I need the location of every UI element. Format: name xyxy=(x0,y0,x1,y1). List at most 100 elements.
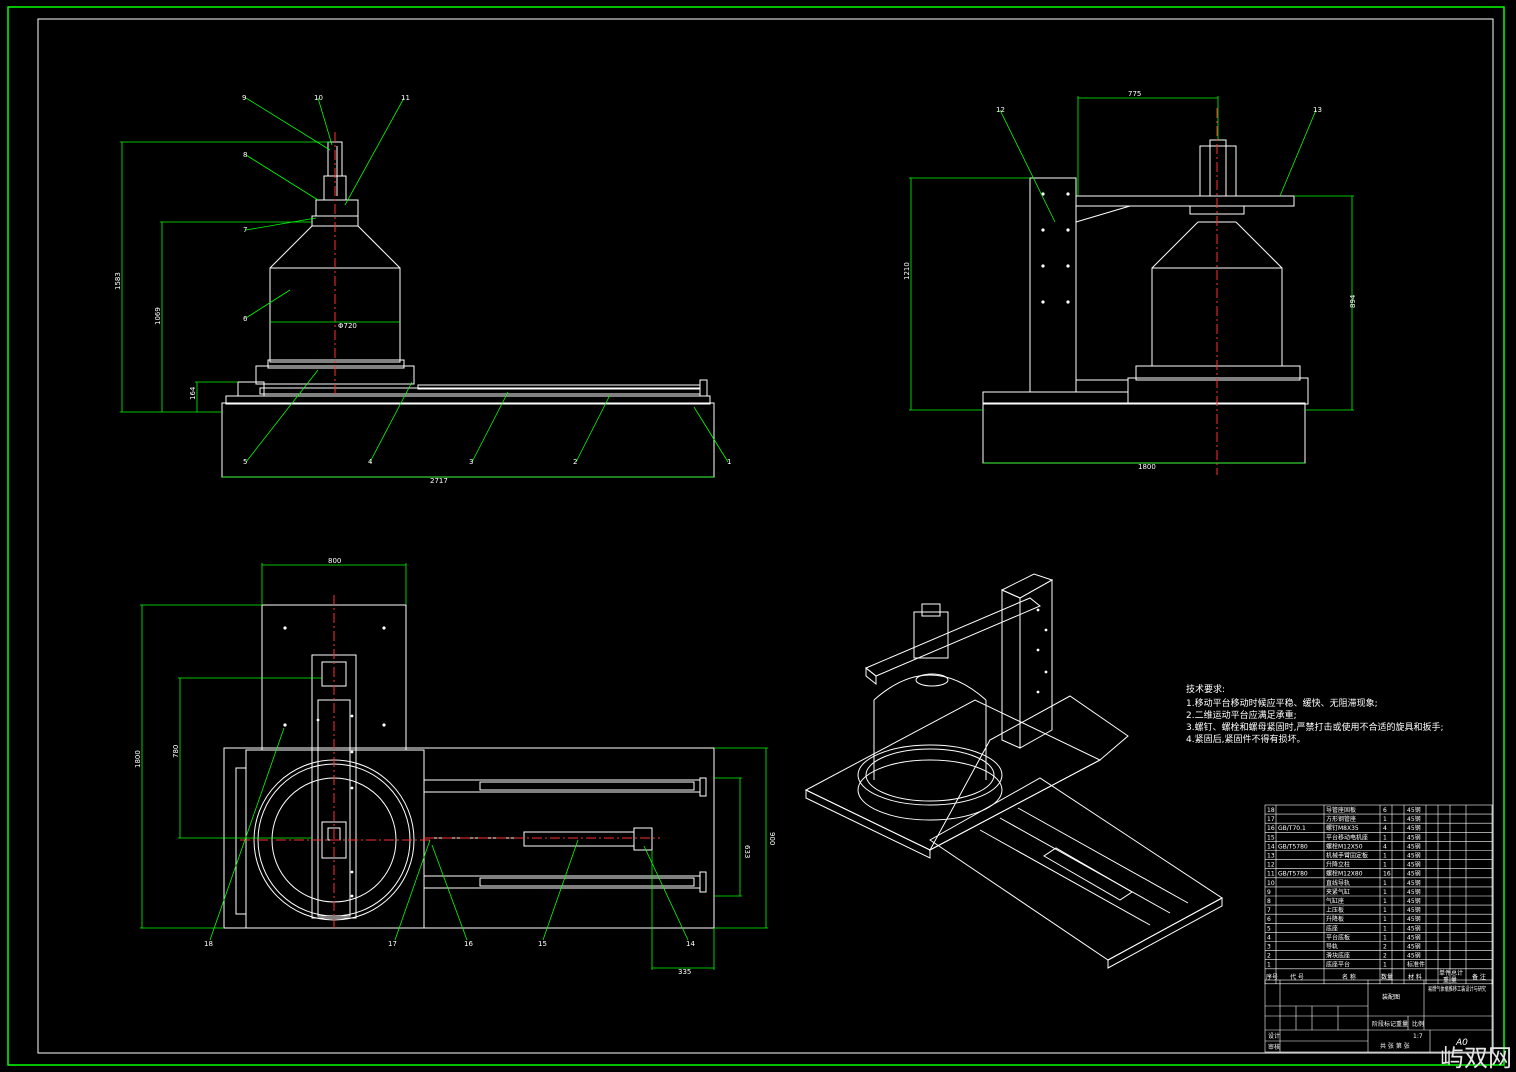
bom-no: 9 xyxy=(1267,889,1271,896)
top-centerlines xyxy=(240,595,660,928)
dim-body-height: 1069 xyxy=(154,307,162,325)
bom-mat: 45钢 xyxy=(1407,861,1421,869)
balloon-6: 6 xyxy=(243,315,248,323)
bom-mat: 45钢 xyxy=(1407,806,1421,814)
bom-mat: 45钢 xyxy=(1407,943,1421,951)
tech-req-line-2: 2.二维运动平台应满足承重; xyxy=(1186,709,1297,721)
bom-qty: 1 xyxy=(1383,925,1387,932)
title-block-texts: 装配图 易燃气体瓶推移工装设计与研究 比例 1:7 设计 审核 阶段标记 重量 … xyxy=(1268,985,1486,1051)
bom-qty: 1 xyxy=(1383,907,1387,914)
bom-mat: 45钢 xyxy=(1407,915,1421,923)
bom-name: 平台底板 xyxy=(1326,933,1350,941)
bom-qty: 6 xyxy=(1383,807,1387,814)
bom-name: 平台移动电机座 xyxy=(1326,833,1368,841)
bom-qty: 1 xyxy=(1383,898,1387,905)
bom-no: 2 xyxy=(1267,953,1271,960)
balloon-12: 12 xyxy=(996,106,1005,114)
inner-frame xyxy=(37,18,1494,1054)
bom-no: 10 xyxy=(1267,880,1275,887)
bom-code: GB/T70.1 xyxy=(1278,825,1306,832)
balloon-8: 8 xyxy=(243,151,247,159)
bom-no: 18 xyxy=(1267,807,1275,814)
dim-arm: 775 xyxy=(1128,90,1141,98)
bom-hdr-code: 代 号 xyxy=(1290,973,1304,981)
tech-req-title: 技术要求: xyxy=(1186,683,1225,695)
bom-hdr-wt1: 单件 xyxy=(1439,969,1451,977)
technical-requirements: 技术要求: 1.移动平台移动时候应平稳、缓快、无阻滞现象; 2.二维运动平台应满… xyxy=(1186,683,1443,745)
bom-mat: 45钢 xyxy=(1407,879,1421,887)
front-view xyxy=(221,141,715,478)
balloon-3: 3 xyxy=(469,458,473,466)
bom-name: 螺钉M8X35 xyxy=(1326,824,1359,832)
bom-no: 1 xyxy=(1267,962,1271,969)
balloon-18: 18 xyxy=(204,940,213,948)
bom-name: 螺栓M12X80 xyxy=(1326,870,1363,878)
balloon-10: 10 xyxy=(314,94,323,102)
balloon-1: 1 xyxy=(727,458,731,466)
bom-hdr-qty: 数量 xyxy=(1381,973,1393,981)
bom-hdr-name: 名 称 xyxy=(1342,973,1356,981)
bom-qty: 1 xyxy=(1383,962,1387,969)
balloon-2: 2 xyxy=(573,458,577,466)
top-view xyxy=(223,604,715,929)
bom-name: 升降板 xyxy=(1326,915,1344,923)
bom-no: 6 xyxy=(1267,916,1271,923)
balloon-15: 15 xyxy=(538,940,547,948)
bom-qty: 1 xyxy=(1383,862,1387,869)
bom-qty: 1 xyxy=(1383,916,1387,923)
bom-hdr-no: 序号 xyxy=(1266,973,1278,981)
dim-tank: 894 xyxy=(1349,294,1357,308)
bom-qty: 1 xyxy=(1383,834,1387,841)
front-dimension-texts: 1583 1069 164 Φ720 2717 xyxy=(114,272,448,485)
bom-mat: 45钢 xyxy=(1407,906,1421,914)
bom-mat: 45钢 xyxy=(1407,924,1421,932)
bom-no: 3 xyxy=(1267,944,1271,951)
bom-mat: 标准件 xyxy=(1407,961,1425,969)
dim-left-height: 1800 xyxy=(134,750,142,768)
bom-mat: 45钢 xyxy=(1407,870,1421,878)
stage-label: 阶段标记 xyxy=(1372,1020,1396,1028)
balloon-17: 17 xyxy=(388,940,397,948)
bom-name: 导轨 xyxy=(1326,943,1338,951)
design-label: 设计 xyxy=(1268,1032,1280,1040)
balloon-9: 9 xyxy=(242,94,246,102)
bom-mat: 45钢 xyxy=(1407,852,1421,860)
bom-code: GB/T5780 xyxy=(1278,871,1308,878)
bom-no: 13 xyxy=(1267,853,1275,860)
tech-req-line-3: 3.螺钉、螺栓和螺母紧固时,严禁打击或使用不合适的旋具和扳手; xyxy=(1186,721,1443,733)
top-bolt-holes xyxy=(283,626,386,898)
bom-mat: 45钢 xyxy=(1407,933,1421,941)
bom-name: 上压板 xyxy=(1326,906,1344,914)
bom-qty: 1 xyxy=(1383,816,1387,823)
dim-base-height: 164 xyxy=(189,386,197,400)
top-labels: 18 17 16 15 14 800 1800 780 633 900 335 xyxy=(134,557,776,976)
bom-name: 滑块底座 xyxy=(1326,952,1350,960)
side-dim-lines xyxy=(909,96,1354,464)
dim-right-small: 633 xyxy=(743,845,751,858)
side-labels: 12 13 775 1210 894 1800 xyxy=(903,90,1357,471)
watermark: 屿双网 xyxy=(1440,1044,1512,1072)
dim-top-width: 800 xyxy=(328,557,341,565)
bom-name: 夹紧气缸 xyxy=(1326,888,1350,896)
bom-name: 底座 xyxy=(1326,924,1338,932)
drawing-name: 装配图 xyxy=(1382,993,1400,1001)
top-dim-lines xyxy=(140,563,768,970)
bom-qty: 1 xyxy=(1383,880,1387,887)
project-name-1: 易燃气体瓶推移工装设计与研究 xyxy=(1428,985,1486,993)
sheet-label: 共 张 第 张 xyxy=(1380,1042,1410,1050)
bom-mat: 45钢 xyxy=(1407,815,1421,823)
bom-hdr-wt2: 总计 xyxy=(1451,969,1463,977)
iso-bolt-holes xyxy=(1036,608,1048,694)
bom-mat: 45钢 xyxy=(1407,824,1421,832)
bom-name: 底座平台 xyxy=(1326,961,1350,969)
dim-bottom: 335 xyxy=(678,968,691,976)
dim-inner: 780 xyxy=(172,745,180,758)
bom-mat: 45钢 xyxy=(1407,842,1421,850)
front-dim-lines xyxy=(120,97,729,478)
bom-qty: 2 xyxy=(1383,944,1387,951)
bom-no: 7 xyxy=(1267,907,1271,914)
bom-no: 11 xyxy=(1267,871,1275,878)
